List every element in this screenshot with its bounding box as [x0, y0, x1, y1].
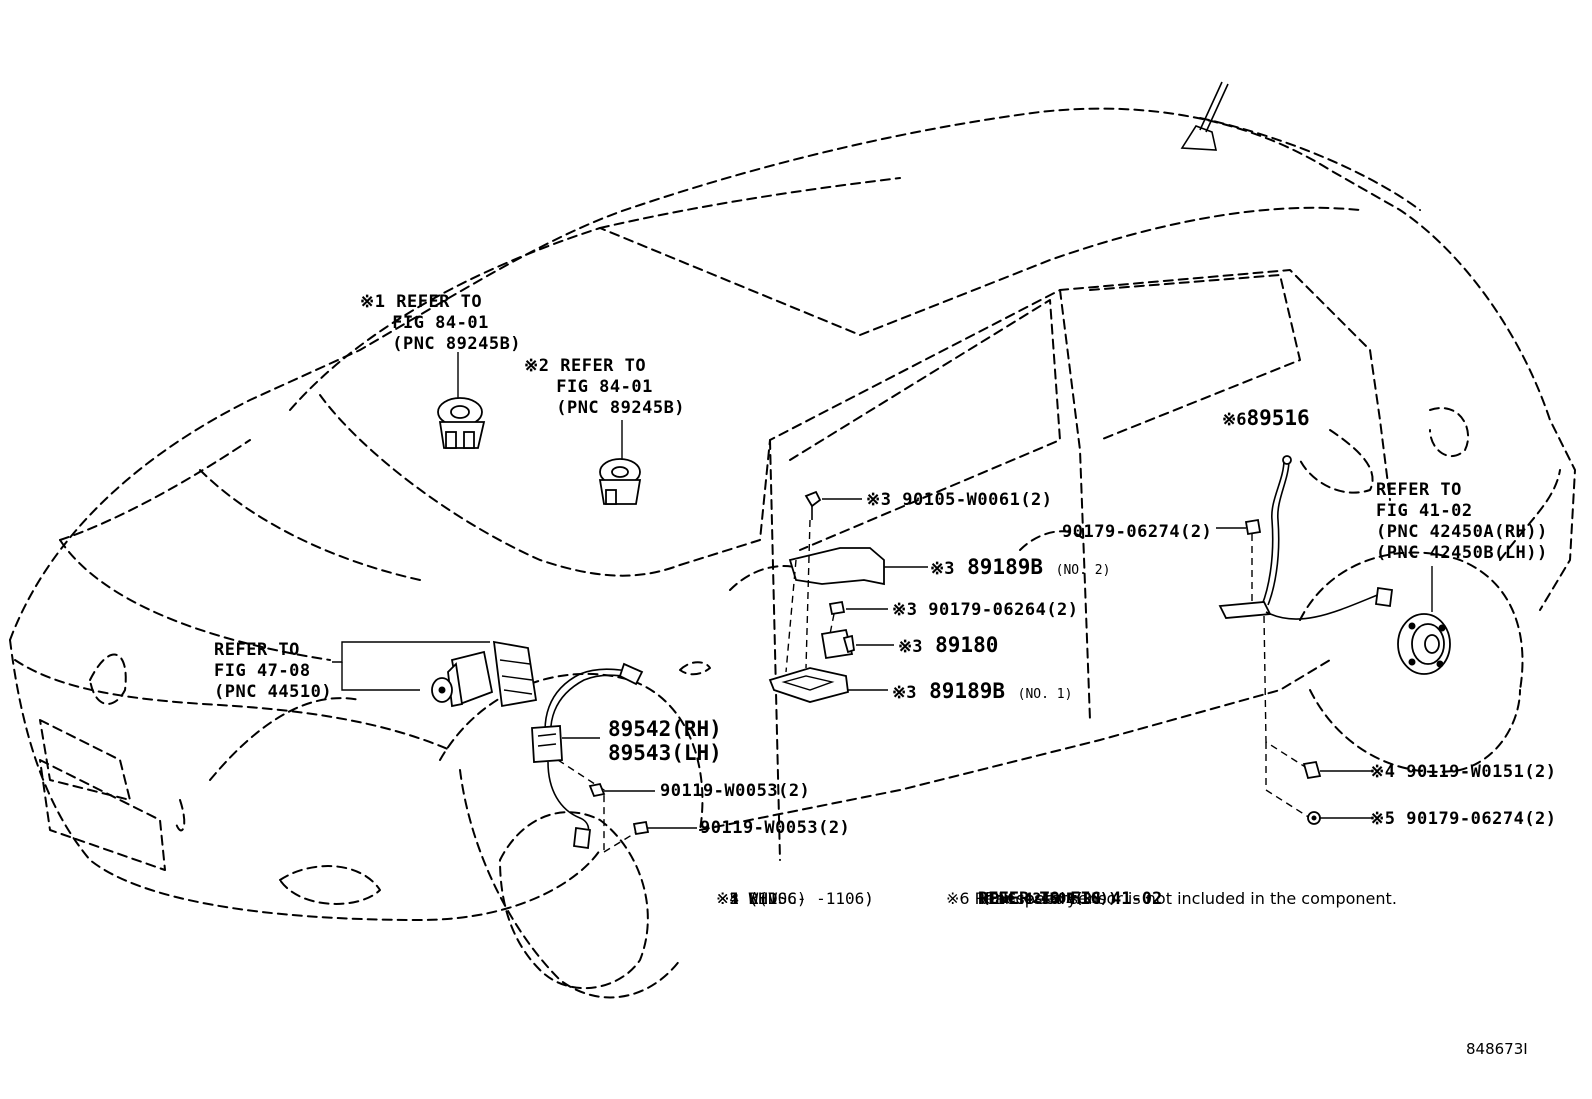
car-body-outline: [9, 107, 1576, 999]
callout-bolt-front-1: 90119-W0053(2): [660, 781, 811, 801]
legend-item: ※5 (1106- ): [716, 889, 874, 908]
fig-ref: FIG 84-01: [392, 313, 489, 333]
footnote-line: REFER TO FIG 41-02: [978, 889, 1163, 909]
note-mark-4: ※4: [1370, 762, 1396, 782]
part-number: 89180: [935, 633, 999, 657]
note-mark-3: ※3: [930, 559, 955, 579]
note-mark-1: ※1: [360, 292, 386, 312]
vsc-sensor-brackets-part: [768, 490, 928, 703]
legend-item: ※4 ( -1106): [716, 889, 874, 908]
front-speed-sensor-part: [531, 662, 644, 853]
footnote-line: (PNC 42450A(RH)): [982, 891, 1117, 907]
part-number: 90105-W0061(2): [902, 490, 1053, 510]
rear-speed-sensor-part: [1216, 455, 1394, 819]
pnc-ref-rh: (PNC 42450A(RH)): [1376, 522, 1548, 542]
part-number: 89189B: [967, 555, 1043, 579]
part-number: 89189B: [929, 679, 1005, 703]
callout-nut-mid: ※3 90179-06264(2): [892, 600, 1079, 621]
rear-hub-part: [1397, 566, 1451, 675]
note-mark-2: ※2: [524, 356, 550, 376]
pnc-ref: (PNC 44510): [214, 682, 333, 702]
refer-to-text: REFER TO: [396, 292, 483, 312]
part-number-rh: 89542(RH): [608, 717, 722, 741]
bracket-number: (NO. 1): [1017, 687, 1073, 702]
front-bolts-part: [588, 782, 697, 836]
fig-ref: FIG 41-02: [1376, 501, 1473, 521]
footnote-line: ※6 Rear speed sensor is not included in …: [946, 889, 1397, 908]
legend-item: ※3 W(VSC): [716, 889, 807, 908]
note-mark-3: ※3: [892, 683, 917, 703]
callout-bolt-rear: ※4 90119-W0151(2): [1370, 762, 1557, 783]
footnote-line: (PNC 42450B(LH)): [982, 891, 1117, 907]
refer-to-text: REFER TO: [560, 356, 647, 376]
fig-ref: FIG 84-01: [556, 377, 653, 397]
footnote-line: If necessary:: [980, 889, 1081, 908]
yaw-sensor-lhd-part: [598, 420, 642, 505]
yaw-sensor-rhd-part: [437, 352, 486, 449]
pnc-ref: (PNC 89245B): [556, 398, 686, 418]
note-mark-3: ※3: [892, 600, 918, 620]
bracket-number: (NO. 2): [1055, 563, 1111, 578]
callout-bolt-top: ※3 90105-W0061(2): [866, 490, 1053, 511]
callout-sensor-89180: ※3 89180: [898, 633, 998, 659]
callout-bracket-no1: ※3 89189B (NO. 1): [892, 679, 1072, 707]
rear-bolts-part: [1302, 760, 1372, 825]
callout-bolt-front-2: 90119-W0053(2): [700, 818, 851, 838]
note-mark-3: ※3: [866, 490, 892, 510]
callout-rear-speed-sensor: ※689516: [1222, 406, 1310, 432]
part-number-lh: 89543(LH): [608, 741, 722, 765]
callout-front-speed-sensor: 89542(RH) 89543(LH): [608, 717, 722, 765]
part-number: 89516: [1246, 406, 1310, 430]
callout-nut-rear-2: ※5 90179-06274(2): [1370, 809, 1557, 830]
callout-nut-rear: 90179-06274(2): [1062, 522, 1213, 542]
callout-refer-84-01-lhd: ※2 REFER TO FIG 84-01 (PNC 89245B): [524, 356, 685, 419]
refer-to-text: REFER TO: [214, 640, 300, 660]
refer-to-text: REFER TO: [1376, 480, 1462, 500]
figure-id: 848673I: [1466, 1040, 1528, 1058]
legend-item: ※1 RHD: [716, 889, 778, 908]
part-number: 90179-06274(2): [1406, 809, 1557, 829]
pnc-ref: (PNC 89245B): [392, 334, 522, 354]
antenna: [1180, 81, 1229, 151]
brake-actuator-part: [332, 640, 538, 708]
note-mark-3: ※3: [898, 637, 923, 657]
callout-refer-84-01-rhd: ※1 REFER TO FIG 84-01 (PNC 89245B): [360, 292, 521, 355]
callout-bracket-no2: ※3 89189B (NO. 2): [930, 555, 1110, 583]
part-number: 90119-W0151(2): [1406, 762, 1557, 782]
fig-ref: FIG 47-08: [214, 661, 311, 681]
part-number: 90179-06264(2): [928, 600, 1079, 620]
legend-item: ※2 LHD: [716, 889, 778, 908]
callout-refer-41-02: REFER TO FIG 41-02 (PNC 42450A(RH)) (PNC…: [1376, 480, 1548, 564]
pnc-ref-lh: (PNC 42450B(LH)): [1376, 543, 1548, 563]
note-mark-6: ※6: [1222, 410, 1247, 430]
note-mark-5: ※5: [1370, 809, 1396, 829]
callout-refer-47-08: REFER TO FIG 47-08 (PNC 44510): [214, 640, 332, 703]
